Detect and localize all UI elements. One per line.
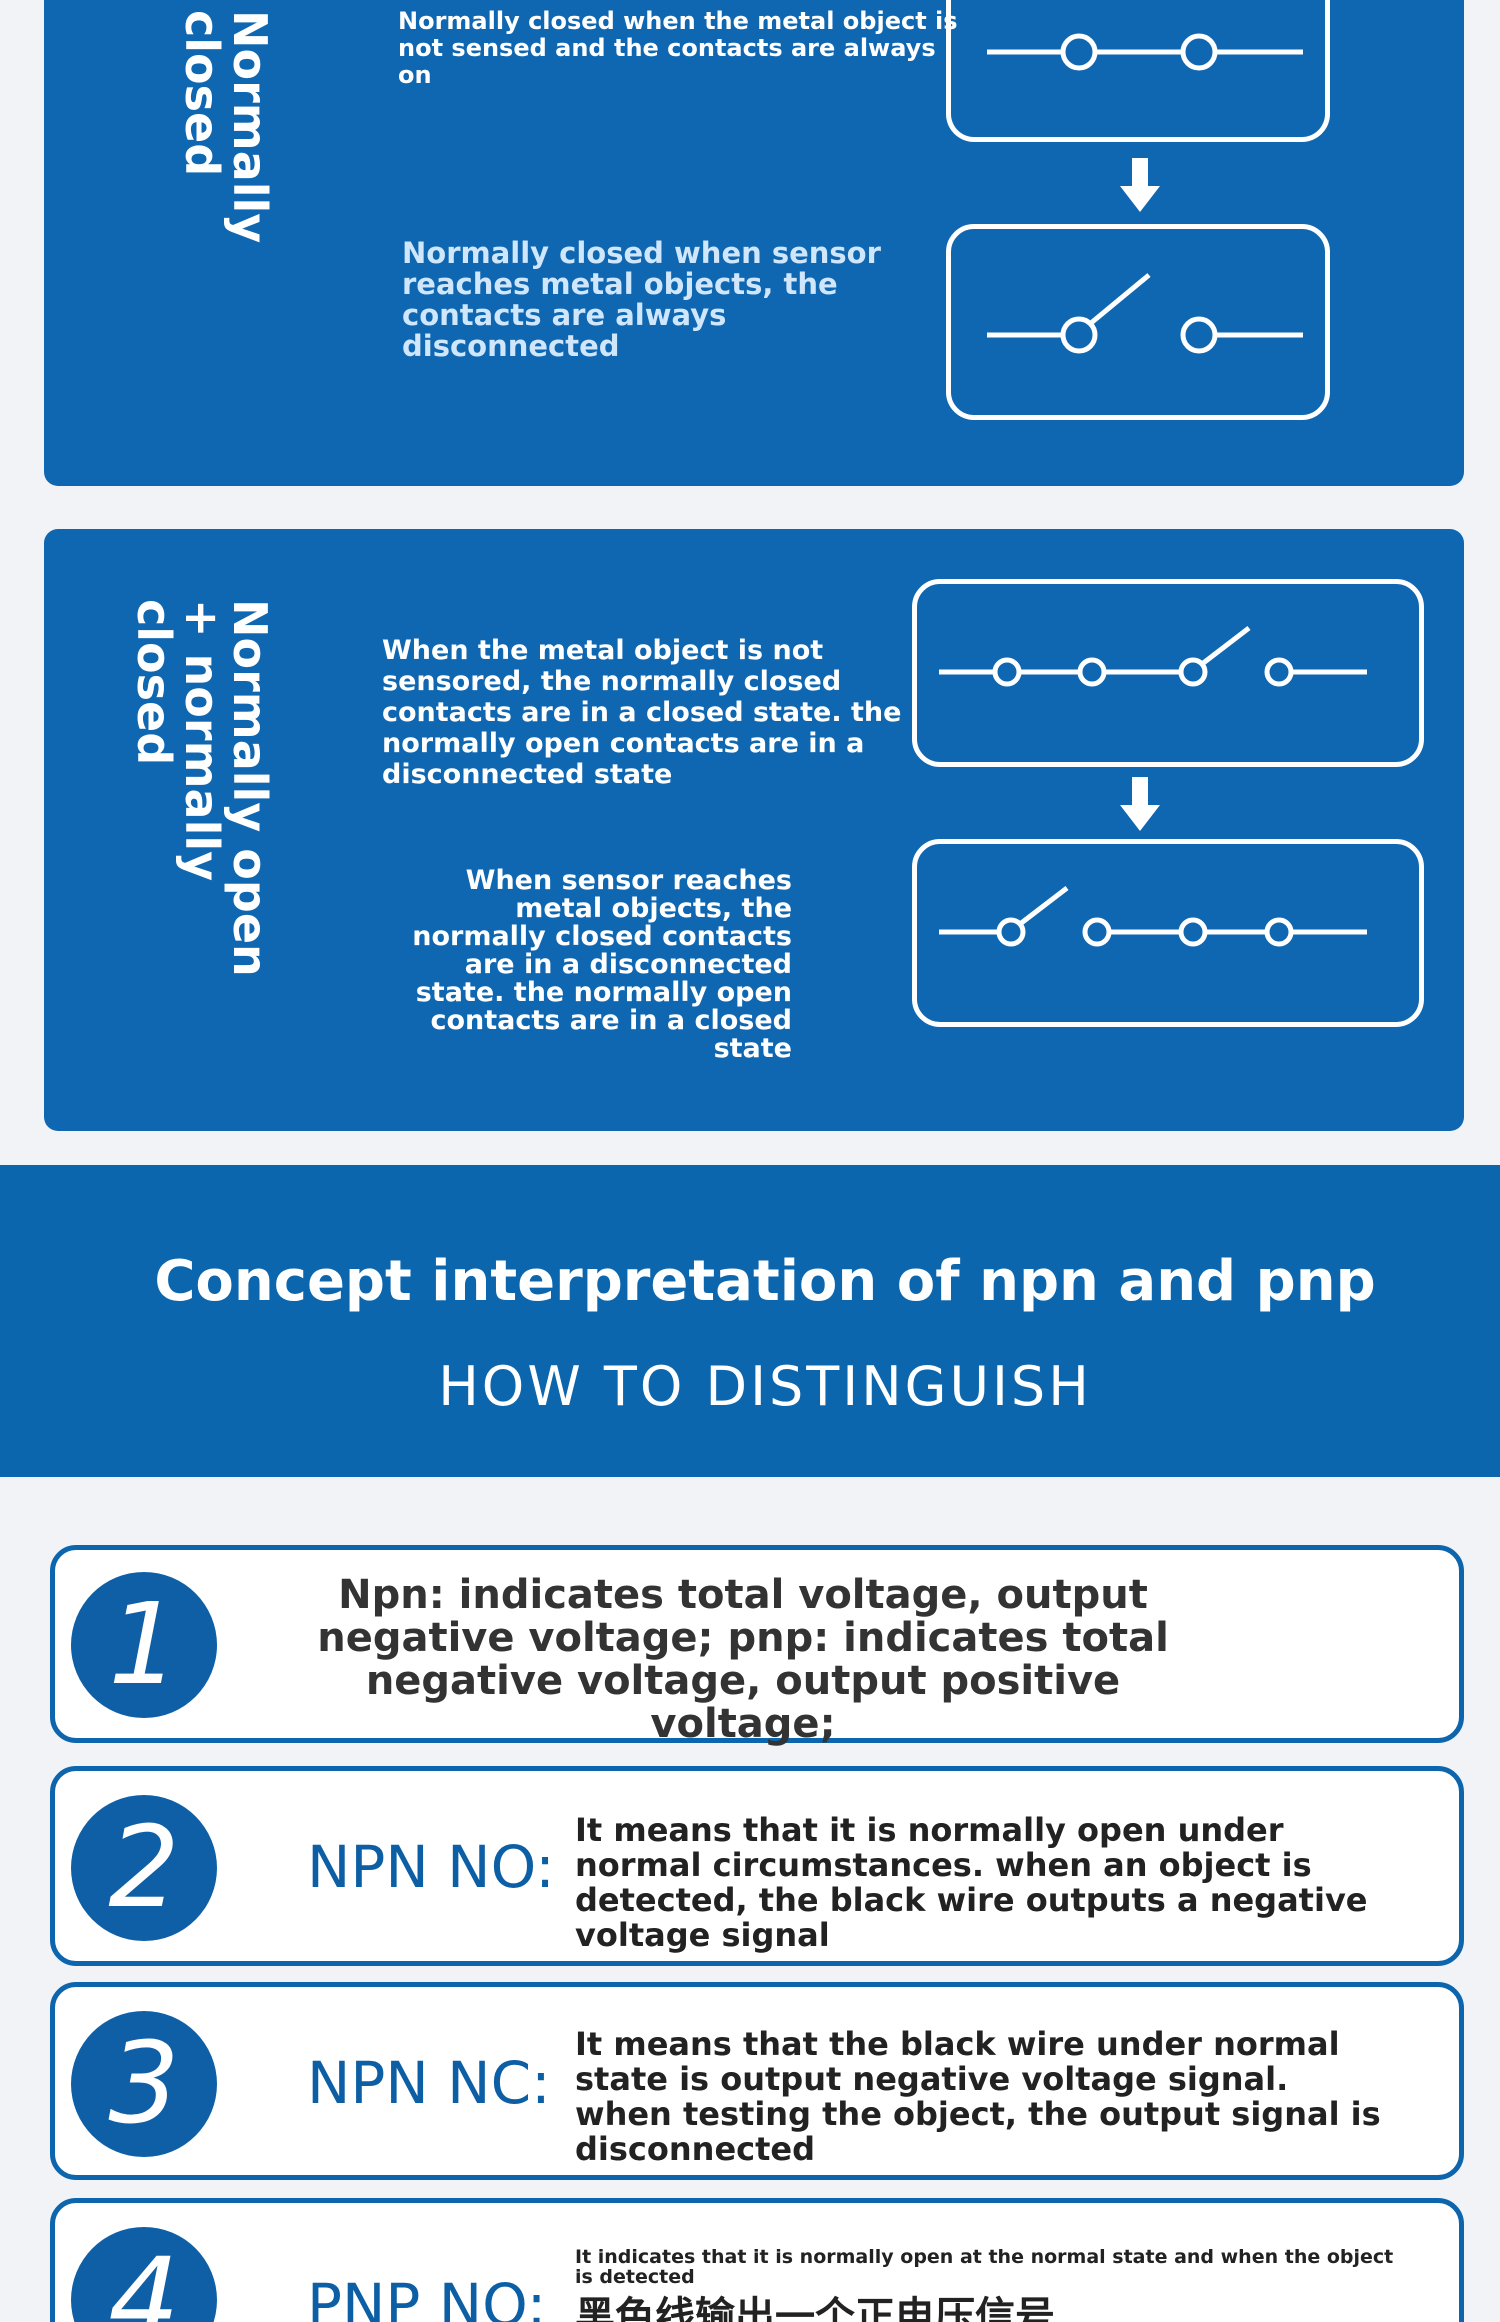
concept-card-3: 3 NPN NC: It means that the black wire u… xyxy=(50,1982,1464,2180)
open-switch-diagram xyxy=(946,224,1330,420)
state-not-sensed-text: When the metal object is not sensored, t… xyxy=(382,635,902,790)
section-banner: Concept interpretation of npn and pnp HO… xyxy=(0,1165,1500,1477)
closed-switch-diagram xyxy=(946,0,1330,142)
state-contacts-disconnected-text: Normally closed when sensor reaches meta… xyxy=(402,236,881,363)
concept-card-1: 1 Npn: indicates total voltage, output n… xyxy=(50,1545,1464,1747)
section-title: Concept interpretation of npn and pnp xyxy=(154,1249,1376,1314)
card-key-label: PNP NO: xyxy=(307,2271,547,2322)
normally-open-closed-panel: Normally open + normally closed When the… xyxy=(44,529,1464,1131)
card-text: It means that the black wire under norma… xyxy=(575,2025,1381,2168)
number-badge: 3 xyxy=(71,2011,217,2157)
arrow-down-icon xyxy=(1120,777,1160,831)
card-text: It means that it is normally open under … xyxy=(575,1811,1368,1954)
number-badge: 2 xyxy=(71,1795,217,1941)
number-badge: 4 xyxy=(71,2227,217,2322)
panel-side-label: Normally open + normally closed xyxy=(127,599,277,977)
section-subtitle: HOW TO DISTINGUISH xyxy=(438,1355,1092,1418)
concept-card-2: 2 NPN NO: It means that it is normally o… xyxy=(50,1766,1464,1966)
card-text: Npn: indicates total voltage, output neg… xyxy=(317,1572,1169,1747)
no-nc-triggered-diagram xyxy=(912,839,1424,1027)
card-text-chinese: 黑色线输出一个正电压信号 xyxy=(575,2294,1055,2322)
state-contacts-on-text: Normally closed when the metal object is… xyxy=(398,7,958,89)
concept-card-4: 4 PNP NO: It indicates that it is normal… xyxy=(50,2198,1464,2322)
state-sensed-text: When sensor reaches metal objects, the n… xyxy=(412,865,792,1064)
arrow-down-icon xyxy=(1120,158,1160,212)
number-badge: 1 xyxy=(71,1572,217,1718)
panel-side-label: Normally closed xyxy=(175,10,277,244)
no-nc-initial-diagram xyxy=(912,579,1424,767)
normally-closed-panel: Normally closed Normally closed when the… xyxy=(44,0,1464,486)
card-key-label: NPN NO: xyxy=(307,1833,555,1901)
card-key-label: NPN NC: xyxy=(307,2049,551,2117)
card-text: It indicates that it is normally open at… xyxy=(575,2246,1394,2288)
